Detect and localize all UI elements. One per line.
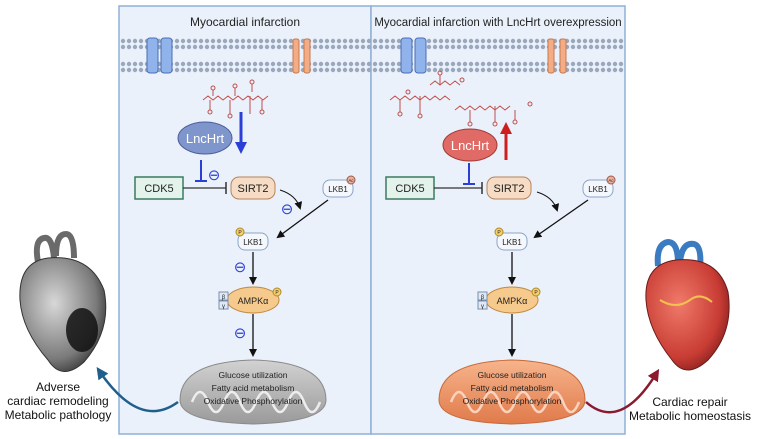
lkb1-acetylated-node <box>582 179 614 198</box>
ampk-label: AMPKα <box>497 296 528 306</box>
lkb1-label: LKB1 <box>328 185 348 194</box>
lncrna-label: LncHrt <box>451 138 490 153</box>
gamma-label: γ <box>222 304 225 310</box>
transporter <box>292 38 311 74</box>
right-outcome-line-1: Cardiac repair <box>652 395 727 409</box>
healthy-heart-icon <box>645 238 730 371</box>
ampk-label: AMPKα <box>238 296 269 306</box>
cdk5-label: CDK5 <box>395 183 424 195</box>
rna-structure-icon <box>389 70 533 127</box>
inhibition-symbol: ⊖ <box>281 201 294 218</box>
ion-channel <box>146 37 173 74</box>
sirt2-deacetylation-arrow <box>279 189 303 210</box>
acetyl-label: Ac <box>608 178 614 183</box>
inhibition-symbol: ⊖ <box>234 259 247 276</box>
damaged-heart-icon <box>19 230 107 372</box>
sirt2-node <box>230 176 276 200</box>
ion-channel <box>400 37 427 74</box>
right-outcome-arrow <box>585 368 660 414</box>
ampk-beta-subunit <box>218 291 229 301</box>
phosphate-tag <box>235 227 245 237</box>
lkb1-phospho-node <box>237 232 269 251</box>
right-outcome-line-2: Metabolic homeostasis <box>629 409 751 423</box>
left-outcome-line-2: cardiac remodeling <box>7 394 108 408</box>
ampk-beta-subunit <box>477 291 488 301</box>
cell-membrane <box>120 38 624 73</box>
gamma-label: γ <box>481 304 484 310</box>
acetyl-tag <box>346 175 356 185</box>
phosphate-label: P <box>275 290 279 296</box>
phosphate-tag <box>531 287 541 297</box>
lkb1-acetylated-node <box>322 179 354 198</box>
mito-line-3: Oxidative Phosphorylation <box>463 396 562 406</box>
sirt2-label: SIRT2 <box>494 183 525 195</box>
sirt2-node <box>486 176 532 200</box>
lkb1-activation-arrow <box>533 199 589 239</box>
transporter <box>547 38 567 74</box>
lncrna-label: LncHrt <box>186 131 225 146</box>
lkb1-phospho-node <box>496 232 528 251</box>
acetyl-label: Ac <box>348 178 354 183</box>
beta-label: β <box>481 295 485 301</box>
beta-label: β <box>222 295 226 301</box>
mitochondrion-right <box>438 359 586 425</box>
left-outcome-line-1: Adverse <box>36 380 80 394</box>
mito-line-1: Glucose utilization <box>219 370 288 380</box>
phosphate-label: P <box>238 230 242 236</box>
phosphate-label: P <box>497 230 501 236</box>
left-outcome-line-3: Metabolic pathology <box>5 408 112 422</box>
lkb1-label: LKB1 <box>588 185 608 194</box>
lncrna-node <box>442 128 498 162</box>
sirt2-deacetylation-arrow <box>536 191 560 212</box>
acetyl-tag <box>606 175 616 185</box>
cdk5-label: CDK5 <box>144 183 173 195</box>
right-panel-title: Myocardial infarction with LncHrt overex… <box>374 17 621 29</box>
left-panel-title: Myocardial infarction <box>190 15 300 29</box>
sirt2-label: SIRT2 <box>238 183 269 195</box>
lkb1-label: LKB1 <box>243 238 263 247</box>
mito-line-1: Glucose utilization <box>478 370 547 380</box>
ampk-gamma-subunit <box>477 300 488 310</box>
mito-line-2: Fatty acid metabolism <box>471 383 554 393</box>
lncrna-node <box>177 121 233 155</box>
lkb1-activation-arrow <box>276 199 329 239</box>
phosphate-label: P <box>534 290 538 296</box>
lkb1-label: LKB1 <box>502 238 522 247</box>
mito-line-3: Oxidative Phosphorylation <box>204 396 303 406</box>
left-outcome-arrow <box>96 367 179 413</box>
rna-structure-icon <box>202 79 269 119</box>
mitochondrion-left <box>179 359 327 425</box>
phosphate-tag <box>494 227 504 237</box>
mito-line-2: Fatty acid metabolism <box>212 383 295 393</box>
ampk-gamma-subunit <box>218 300 229 310</box>
inhibition-symbol: ⊖ <box>208 167 221 184</box>
inhibition-symbol: ⊖ <box>234 325 247 342</box>
phosphate-tag <box>272 287 282 297</box>
